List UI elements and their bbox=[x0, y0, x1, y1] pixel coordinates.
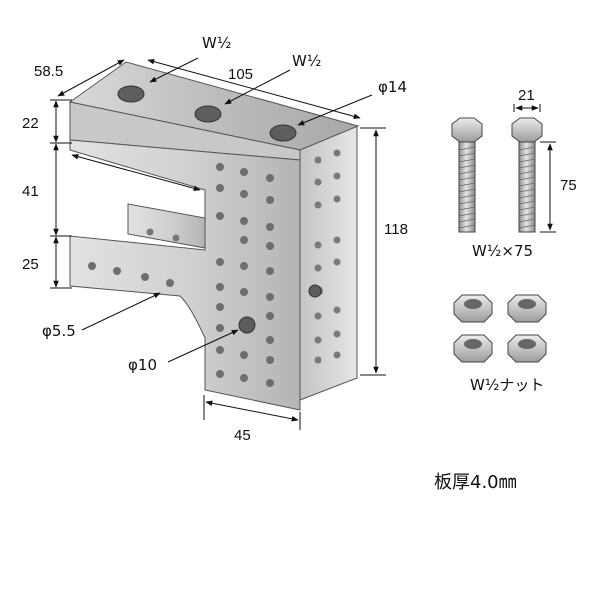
front-plate-holes bbox=[88, 163, 274, 387]
top-hole-2 bbox=[194, 105, 222, 123]
dim-length: 105 bbox=[228, 66, 253, 83]
dim-bolt-length: 75 bbox=[560, 177, 577, 194]
dim-slot-gap: 41 bbox=[22, 183, 39, 200]
nut-3 bbox=[453, 334, 493, 363]
nut-2 bbox=[507, 294, 547, 323]
nut-caption: W½ナット bbox=[470, 376, 544, 394]
dim-top-height: 22 bbox=[22, 115, 39, 132]
dim-tab-width: 45 bbox=[234, 427, 251, 444]
hole-10 bbox=[238, 316, 256, 334]
callout-bolt-hole-2: W½ bbox=[292, 52, 321, 70]
slot-hole bbox=[308, 284, 322, 298]
dim-lower-height: 25 bbox=[22, 256, 39, 273]
dim-bolt-diameter: 21 bbox=[518, 87, 535, 104]
top-hole-3 bbox=[269, 124, 297, 142]
nuts bbox=[453, 294, 547, 363]
callout-hole-5-5: φ5.5 bbox=[42, 322, 76, 340]
bolt-right bbox=[511, 117, 543, 233]
top-hole-1 bbox=[117, 85, 145, 103]
callout-bolt-hole-1: W½ bbox=[202, 34, 231, 52]
nut-1 bbox=[453, 294, 493, 323]
front-plate bbox=[69, 139, 301, 411]
dim-total-height: 118 bbox=[384, 221, 408, 238]
dimension-lines bbox=[50, 57, 386, 430]
nut-4 bbox=[507, 334, 547, 363]
upper-arm bbox=[127, 203, 206, 249]
dim-depth: 58.5 bbox=[34, 63, 63, 80]
bolt-caption: W½×75 bbox=[472, 242, 533, 260]
bracket bbox=[68, 61, 360, 411]
bolt-dimension-lines bbox=[513, 104, 556, 233]
callout-hole-14: φ14 bbox=[378, 78, 407, 96]
plate-thickness: 板厚4.0㎜ bbox=[434, 472, 517, 493]
side-flange bbox=[299, 125, 358, 401]
bolt-left bbox=[451, 117, 483, 233]
callout-hole-10: φ10 bbox=[128, 356, 157, 374]
